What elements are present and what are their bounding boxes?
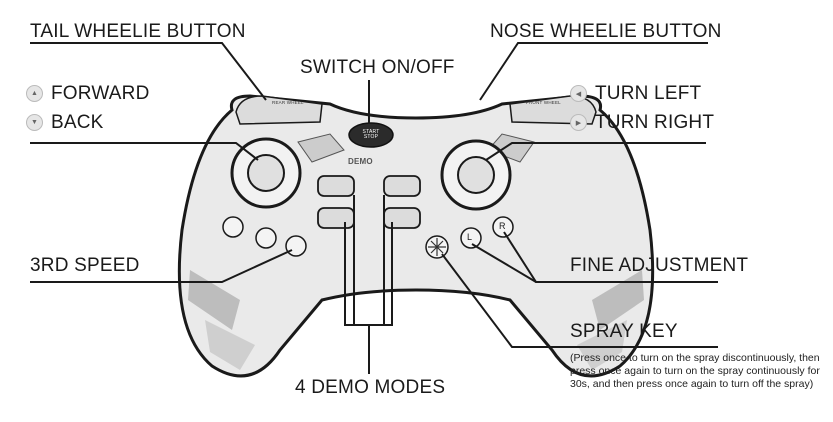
right-joystick: [457, 156, 495, 194]
speed-button-3: [285, 235, 307, 257]
l-button: [460, 227, 482, 249]
triangle-right-icon: ▶: [570, 114, 587, 131]
front-wheel-text: FRONT WHEEL: [526, 100, 561, 105]
top-bumper-left: [297, 133, 345, 163]
leader-fine-adjustment-l: [471, 243, 537, 283]
leader-tail-wheelie: [30, 42, 267, 101]
l-button-label: L: [467, 232, 473, 242]
r-button-label: R: [499, 221, 506, 231]
body-stripe: [577, 320, 627, 370]
spray-icon: [428, 238, 446, 256]
label-spray-key: SPRAY KEY: [570, 321, 678, 342]
rear-wheel-shoulder: [235, 95, 323, 125]
demo-button-4: [383, 207, 421, 229]
demo-button-3: [317, 207, 355, 229]
rear-wheel-text: REAR WHEEL: [272, 100, 304, 105]
label-turn-left: TURN LEFT: [595, 83, 702, 104]
label-switch: SWITCH ON/OFF: [300, 57, 455, 78]
leader-spray-key: [441, 253, 718, 348]
speed-button-2: [255, 227, 277, 249]
left-joystick: [247, 154, 285, 192]
forward-row: ▲ FORWARD: [26, 84, 150, 103]
label-turn-right: TURN RIGHT: [595, 112, 715, 133]
triangle-up-icon: ▲: [26, 85, 43, 102]
triangle-left-icon: ◀: [570, 85, 587, 102]
leader-forward-back: [30, 142, 259, 161]
turn-left-row: ◀ TURN LEFT: [570, 84, 701, 103]
leader-turn: [485, 142, 706, 161]
label-tail-wheelie: TAIL WHEELIE BUTTON: [30, 21, 246, 42]
label-third-speed: 3RD SPEED: [30, 255, 140, 276]
label-back: BACK: [51, 112, 104, 133]
label-forward: FORWARD: [51, 83, 150, 104]
leader-nose-wheelie: [479, 42, 708, 101]
turn-right-row: ▶ TURN RIGHT: [570, 113, 714, 132]
r-button: [492, 216, 514, 238]
spray-note: (Press once to turn on the spray discont…: [570, 352, 820, 390]
body-stripe: [592, 270, 644, 330]
label-fine-adjustment: FINE ADJUSTMENT: [570, 255, 749, 276]
demo-button-2: [383, 175, 421, 197]
leader-third-speed: [30, 249, 293, 283]
label-demo-modes: 4 DEMO MODES: [295, 377, 446, 398]
start-stop-button: [348, 122, 394, 148]
body-stripe: [188, 270, 240, 330]
speed-button-1: [222, 216, 244, 238]
triangle-down-icon: ▼: [26, 114, 43, 131]
back-row: ▼ BACK: [26, 113, 104, 132]
demo-text: DEMO: [348, 157, 373, 166]
start-stop-text: START STOP: [362, 129, 380, 140]
body-stripe: [205, 320, 255, 370]
label-nose-wheelie: NOSE WHEELIE BUTTON: [490, 21, 722, 42]
demo-button-1: [317, 175, 355, 197]
